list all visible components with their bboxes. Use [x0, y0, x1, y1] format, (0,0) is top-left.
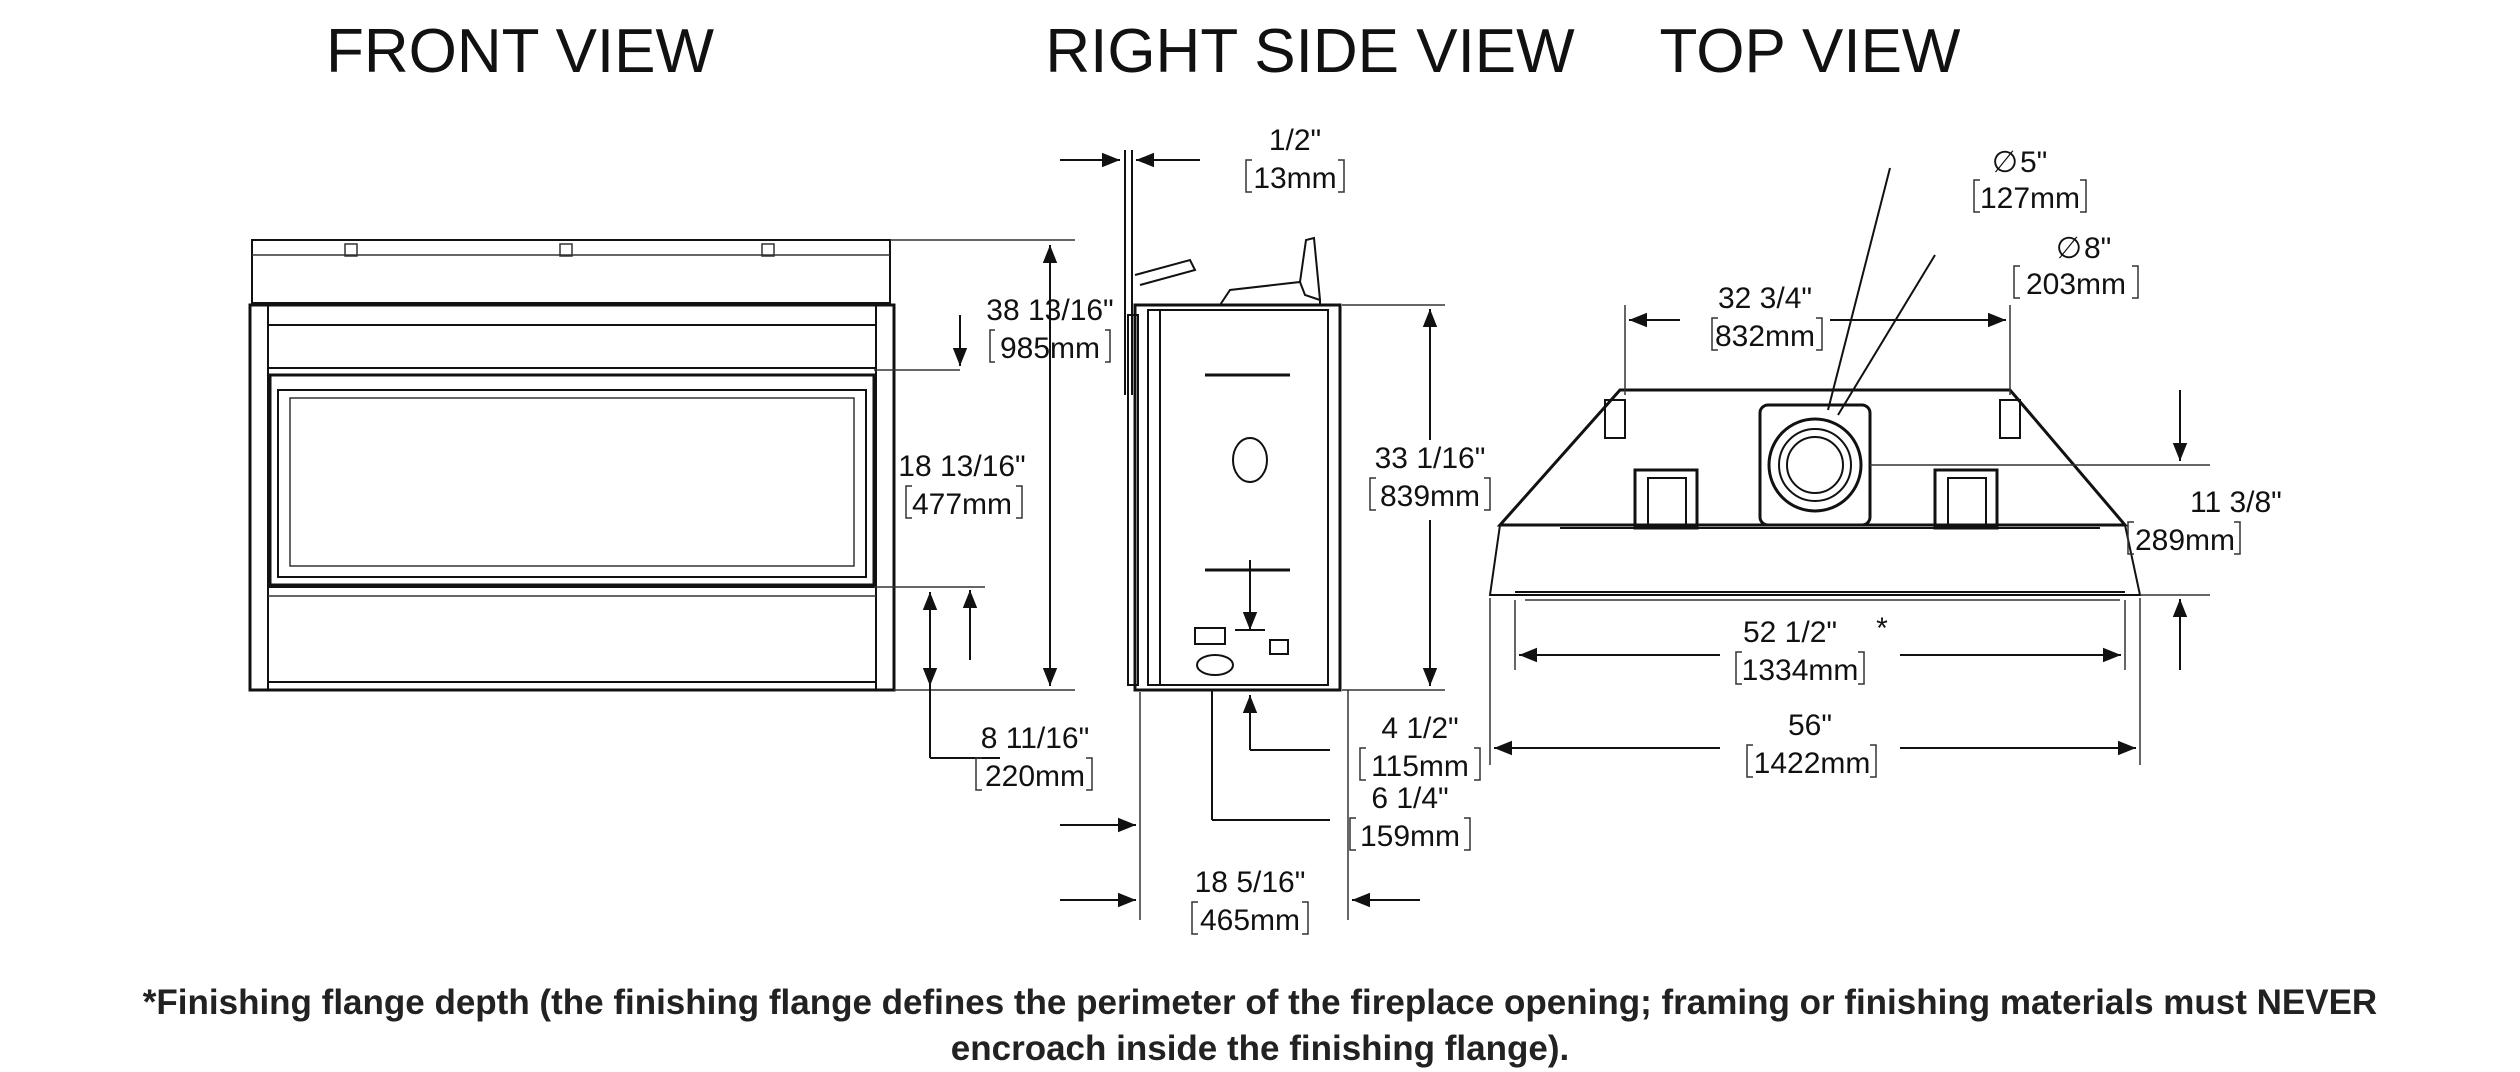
front-dimensions: 38 13/16" 985mm 18 13/16" 477mm 8 11/16"… — [874, 239, 1114, 793]
top-dimensions: ∅ 5" 127mm ∅ 8" 203mm 32 3/4" 832mm 11 3… — [1489, 146, 2282, 780]
front-view-title: FRONT VIEW — [326, 17, 715, 86]
side-depth-in: 18 5/16" — [1195, 866, 1306, 899]
front-base-in: 8 11/16" — [981, 722, 1090, 755]
side-flange-in: 1/2" — [1269, 124, 1321, 157]
front-view-drawing — [248, 239, 896, 692]
front-height-mm: 985mm — [1000, 332, 1100, 365]
top-view-drawing — [1488, 388, 2142, 601]
vent-outer-in: 8" — [2084, 232, 2111, 265]
vent-outer-symbol: ∅ — [2056, 232, 2082, 265]
side-height-mm: 839mm — [1380, 480, 1480, 513]
vent-inner-in: 5" — [2020, 146, 2047, 179]
top-view-title: TOP VIEW — [1660, 17, 1961, 86]
top-width-in: 56" — [1788, 709, 1832, 742]
side-elec-mm: 159mm — [1360, 820, 1460, 853]
top-width-mm: 1422mm — [1754, 747, 1871, 780]
side-view-drawing — [1124, 150, 1342, 692]
flange-width-in: 52 1/2" — [1743, 616, 1837, 649]
top-depth-mm: 289mm — [2135, 524, 2235, 557]
front-opening-mm: 477mm — [912, 488, 1012, 521]
front-base-mm: 220mm — [985, 760, 1085, 793]
vent-outer-mm: 203mm — [2026, 268, 2126, 301]
side-view-title: RIGHT SIDE VIEW — [1045, 17, 1575, 86]
side-gas-mm: 115mm — [1371, 750, 1469, 783]
flange-width-mm: 1334mm — [1742, 654, 1859, 687]
footnote-line-2: encroach inside the finishing flange). — [950, 1029, 1570, 1068]
footnote: *Finishing flange depth (the finishing f… — [0, 980, 2520, 1072]
vent-inner-mm: 127mm — [1980, 182, 2080, 215]
vent-spacing-mm: 832mm — [1715, 320, 1815, 353]
side-flange-mm: 13mm — [1253, 162, 1336, 195]
top-depth-in: 11 3/8" — [2190, 486, 2282, 519]
vent-spacing-in: 32 3/4" — [1718, 282, 1812, 315]
vent-inner-symbol: ∅ — [1992, 146, 2018, 179]
side-height-in: 33 1/16" — [1375, 442, 1486, 475]
side-depth-mm: 465mm — [1200, 904, 1300, 937]
footnote-line-1: *Finishing flange depth (the finishing f… — [142, 983, 2378, 1022]
front-opening-in: 18 13/16" — [898, 450, 1025, 483]
front-height-in: 38 13/16" — [986, 294, 1113, 327]
side-elec-in: 6 1/4" — [1371, 782, 1448, 815]
flange-width-note: * — [1876, 612, 1888, 645]
side-dimensions: 1/2" 13mm 33 1/16" 839mm 4 1/2" 115mm 6 … — [1060, 124, 1491, 937]
side-gas-in: 4 1/2" — [1381, 712, 1458, 745]
